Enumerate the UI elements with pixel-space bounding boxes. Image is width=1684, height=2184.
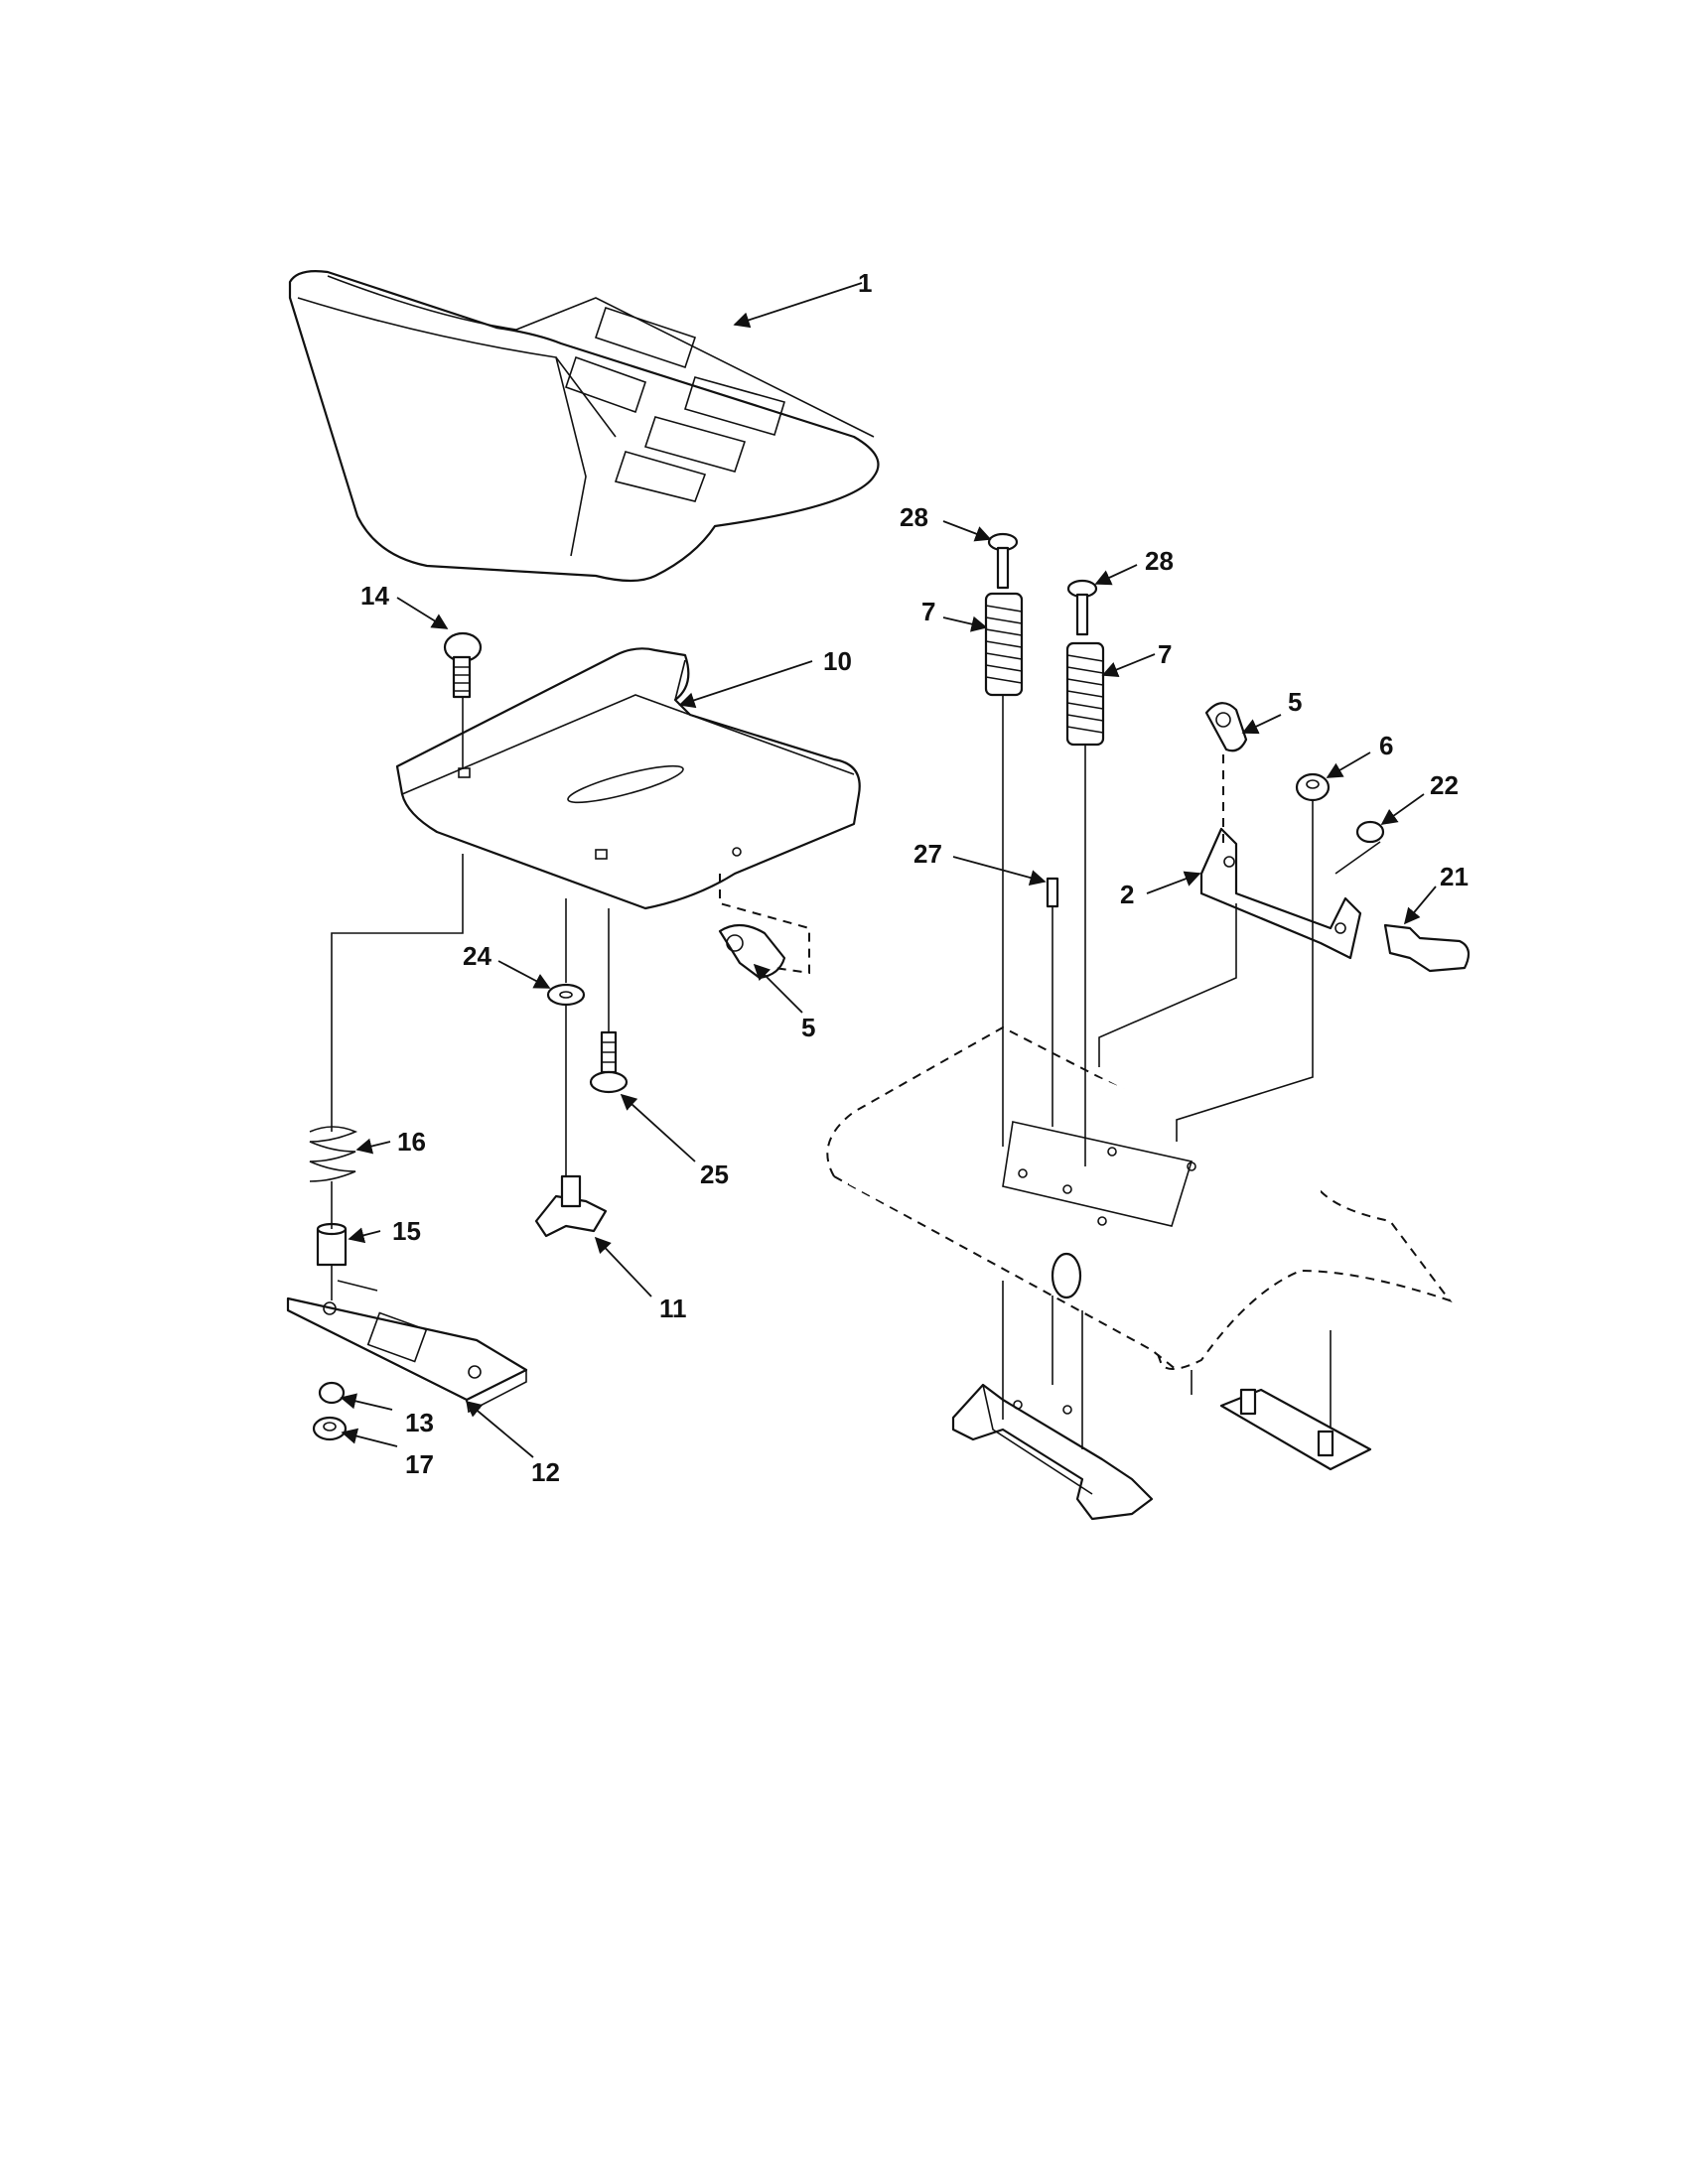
callout-25: 25	[700, 1160, 729, 1189]
callout-12: 12	[531, 1457, 560, 1487]
callout-21: 21	[1440, 862, 1469, 891]
callout-10: 10	[823, 646, 852, 676]
callout-28-b: 28	[1145, 546, 1174, 576]
callout-27: 27	[913, 839, 942, 869]
spring-b	[1065, 641, 1105, 747]
pivot-bracket	[1199, 827, 1362, 960]
callout-5-left: 5	[801, 1013, 815, 1042]
shoulder-bolt	[589, 1030, 629, 1094]
callout-13: 13	[405, 1408, 434, 1437]
support-bracket	[951, 1383, 1154, 1521]
spring-a	[984, 592, 1024, 697]
callout-16: 16	[397, 1127, 426, 1157]
small-spring	[309, 1126, 358, 1182]
adjustment-knob	[534, 1174, 608, 1238]
callout-5-right: 5	[1288, 687, 1302, 717]
callout-7-a: 7	[921, 597, 935, 626]
callout-24: 24	[463, 941, 491, 971]
seat-clip-right	[1204, 702, 1248, 752]
callout-7-b: 7	[1158, 639, 1172, 669]
seat	[288, 270, 880, 583]
callout-labels: 1 14 10 24 5 25 16 15 11 13 17 12 28 28 …	[360, 268, 1469, 1487]
cotter-pin	[1046, 877, 1059, 1127]
fender	[826, 1025, 1453, 1439]
callout-22: 22	[1430, 770, 1459, 800]
callout-leaders	[340, 282, 1437, 1458]
lock-nut	[1295, 772, 1331, 802]
jam-nut	[1355, 820, 1385, 844]
carriage-bolt	[443, 631, 483, 699]
right-assembly-lines	[1002, 695, 1381, 1449]
callout-28-a: 28	[900, 502, 928, 532]
callout-6: 6	[1379, 731, 1393, 760]
mounting-plate	[1219, 1388, 1372, 1471]
seat-pan	[395, 647, 861, 910]
callout-11: 11	[659, 1294, 687, 1323]
spring-bolt-a	[987, 532, 1019, 590]
spring-bolt-b	[1066, 579, 1098, 636]
callout-14: 14	[360, 581, 389, 611]
washer	[546, 983, 586, 1007]
callout-1: 1	[858, 268, 872, 298]
seat-clip-left	[718, 923, 786, 980]
hex-nut	[318, 1381, 346, 1405]
callout-2: 2	[1120, 880, 1134, 909]
left-assembly-lines	[331, 697, 810, 1300]
shoulder-bolt-right	[1383, 923, 1471, 973]
callout-15: 15	[392, 1216, 421, 1246]
flange-nut	[312, 1416, 348, 1441]
spacer	[316, 1222, 348, 1267]
callout-17: 17	[405, 1449, 434, 1479]
